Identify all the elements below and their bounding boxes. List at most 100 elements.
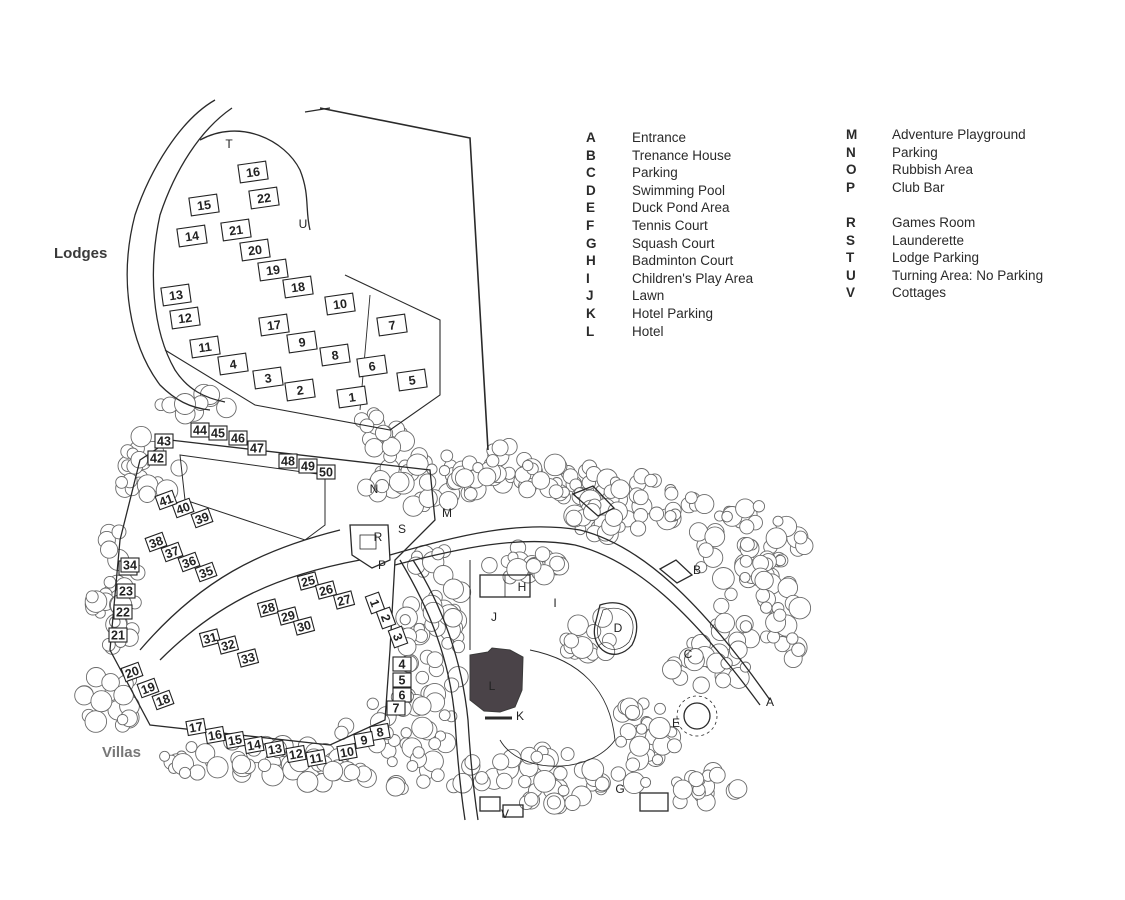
- tree-canopy-mark: [366, 697, 379, 710]
- tree-canopy-mark: [773, 608, 787, 622]
- tree-canopy-mark: [438, 491, 459, 511]
- tree-canopy-mark: [375, 479, 390, 494]
- tree-canopy-mark: [368, 409, 385, 426]
- unit-marker: 30: [292, 616, 316, 636]
- unit-marker: 3: [387, 625, 409, 649]
- unit-marker: 21: [220, 218, 252, 242]
- unit-marker: 35: [194, 561, 218, 583]
- tree-canopy-mark: [560, 747, 575, 762]
- tree-canopy-mark: [664, 486, 679, 501]
- unit-number: 39: [193, 509, 211, 527]
- unit-number: 12: [288, 746, 304, 762]
- tree-canopy-mark: [629, 735, 651, 757]
- unit-number: 19: [139, 679, 157, 697]
- unit-box: [252, 366, 284, 390]
- unit-number: 45: [211, 427, 225, 441]
- tree-canopy-mark: [581, 758, 605, 781]
- tree-canopy-mark: [619, 723, 637, 741]
- unit-number: 8: [331, 348, 340, 363]
- unit-marker: 40: [171, 497, 195, 519]
- legend-key: I: [586, 270, 590, 286]
- map-letter-l: L: [489, 679, 496, 693]
- unit-marker: 19: [136, 677, 160, 699]
- unit-marker: 17: [185, 717, 207, 737]
- tree-canopy-mark: [565, 509, 583, 527]
- unit-marker: 26: [314, 580, 338, 600]
- unit-number: 48: [281, 455, 295, 469]
- unit-marker: 5: [392, 672, 412, 688]
- tree-canopy-mark: [625, 757, 641, 772]
- tree-canopy-mark: [411, 716, 434, 739]
- tree-canopy-mark: [524, 792, 539, 807]
- tree-canopy-mark: [549, 555, 565, 572]
- unit-number: 6: [368, 359, 377, 374]
- tree-canopy-mark: [610, 479, 631, 500]
- tree-canopy-mark: [428, 737, 442, 750]
- unit-number: 10: [332, 297, 348, 313]
- tree-canopy-mark: [442, 578, 464, 600]
- tree-canopy-mark: [451, 639, 466, 654]
- tree-canopy-mark: [100, 540, 119, 559]
- unit-marker: 49: [298, 458, 318, 474]
- unit-box: [396, 368, 428, 392]
- legend-key: F: [586, 217, 595, 233]
- tree-canopy-mark: [522, 459, 534, 472]
- unit-marker: 39: [190, 507, 214, 529]
- unit-marker: 18: [282, 275, 314, 299]
- tree-canopy-mark: [715, 672, 732, 689]
- map-letter-u: U: [299, 217, 308, 231]
- tree-canopy-mark: [518, 774, 532, 789]
- unit-number: 14: [184, 229, 200, 245]
- tree-canopy-mark: [546, 795, 561, 810]
- map-letter-h: H: [518, 580, 527, 594]
- tree-canopy-mark: [206, 756, 229, 779]
- unit-marker: 7: [376, 313, 408, 337]
- unit-box: [136, 677, 160, 699]
- unit-box: [336, 742, 358, 762]
- tree-canopy-mark: [721, 510, 733, 523]
- legend-label: Entrance: [632, 130, 687, 145]
- unit-number: 18: [290, 280, 306, 296]
- tree-canopy-mark: [635, 723, 648, 735]
- map-letter-i: I: [553, 596, 556, 610]
- unit-number: 19: [265, 263, 281, 279]
- tree-canopy-mark: [755, 588, 771, 603]
- tree-canopy-mark: [664, 510, 677, 523]
- tree-canopy-mark: [440, 449, 454, 463]
- unit-marker: 2: [375, 606, 397, 630]
- unit-number: 28: [260, 600, 277, 617]
- tree-canopy-mark: [90, 690, 113, 713]
- unit-box: [276, 606, 300, 626]
- unit-box: [177, 551, 201, 573]
- tree-canopy-mark: [486, 454, 500, 468]
- unit-number: 13: [267, 741, 283, 757]
- unit-box: [216, 635, 240, 655]
- unit-number: 20: [247, 243, 263, 259]
- unit-box: [319, 343, 351, 367]
- unit-number: 37: [163, 543, 181, 561]
- unit-number: 32: [220, 637, 237, 654]
- unit-marker: 43: [154, 433, 174, 449]
- tree-canopy: [74, 383, 814, 815]
- legend-label: Hotel: [632, 323, 664, 339]
- unit-marker: 16: [237, 160, 269, 184]
- unit-number: 21: [228, 223, 244, 239]
- unit-box: [185, 717, 207, 737]
- unit-number: 3: [264, 371, 273, 386]
- unit-number: 4: [399, 658, 406, 672]
- unit-number: 5: [399, 674, 406, 688]
- unit-number: 30: [296, 618, 313, 635]
- unit-marker: 12: [285, 744, 307, 764]
- unit-marker: 2: [284, 378, 316, 402]
- legend-label: Hotel Parking: [632, 305, 714, 321]
- tree-canopy-mark: [533, 769, 556, 793]
- legend-label: Swimming Pool: [632, 182, 726, 198]
- unit-marker: 45: [208, 425, 228, 441]
- tree-canopy-mark: [491, 439, 509, 457]
- tree-canopy-mark: [418, 473, 437, 491]
- tree-canopy-mark: [400, 727, 412, 739]
